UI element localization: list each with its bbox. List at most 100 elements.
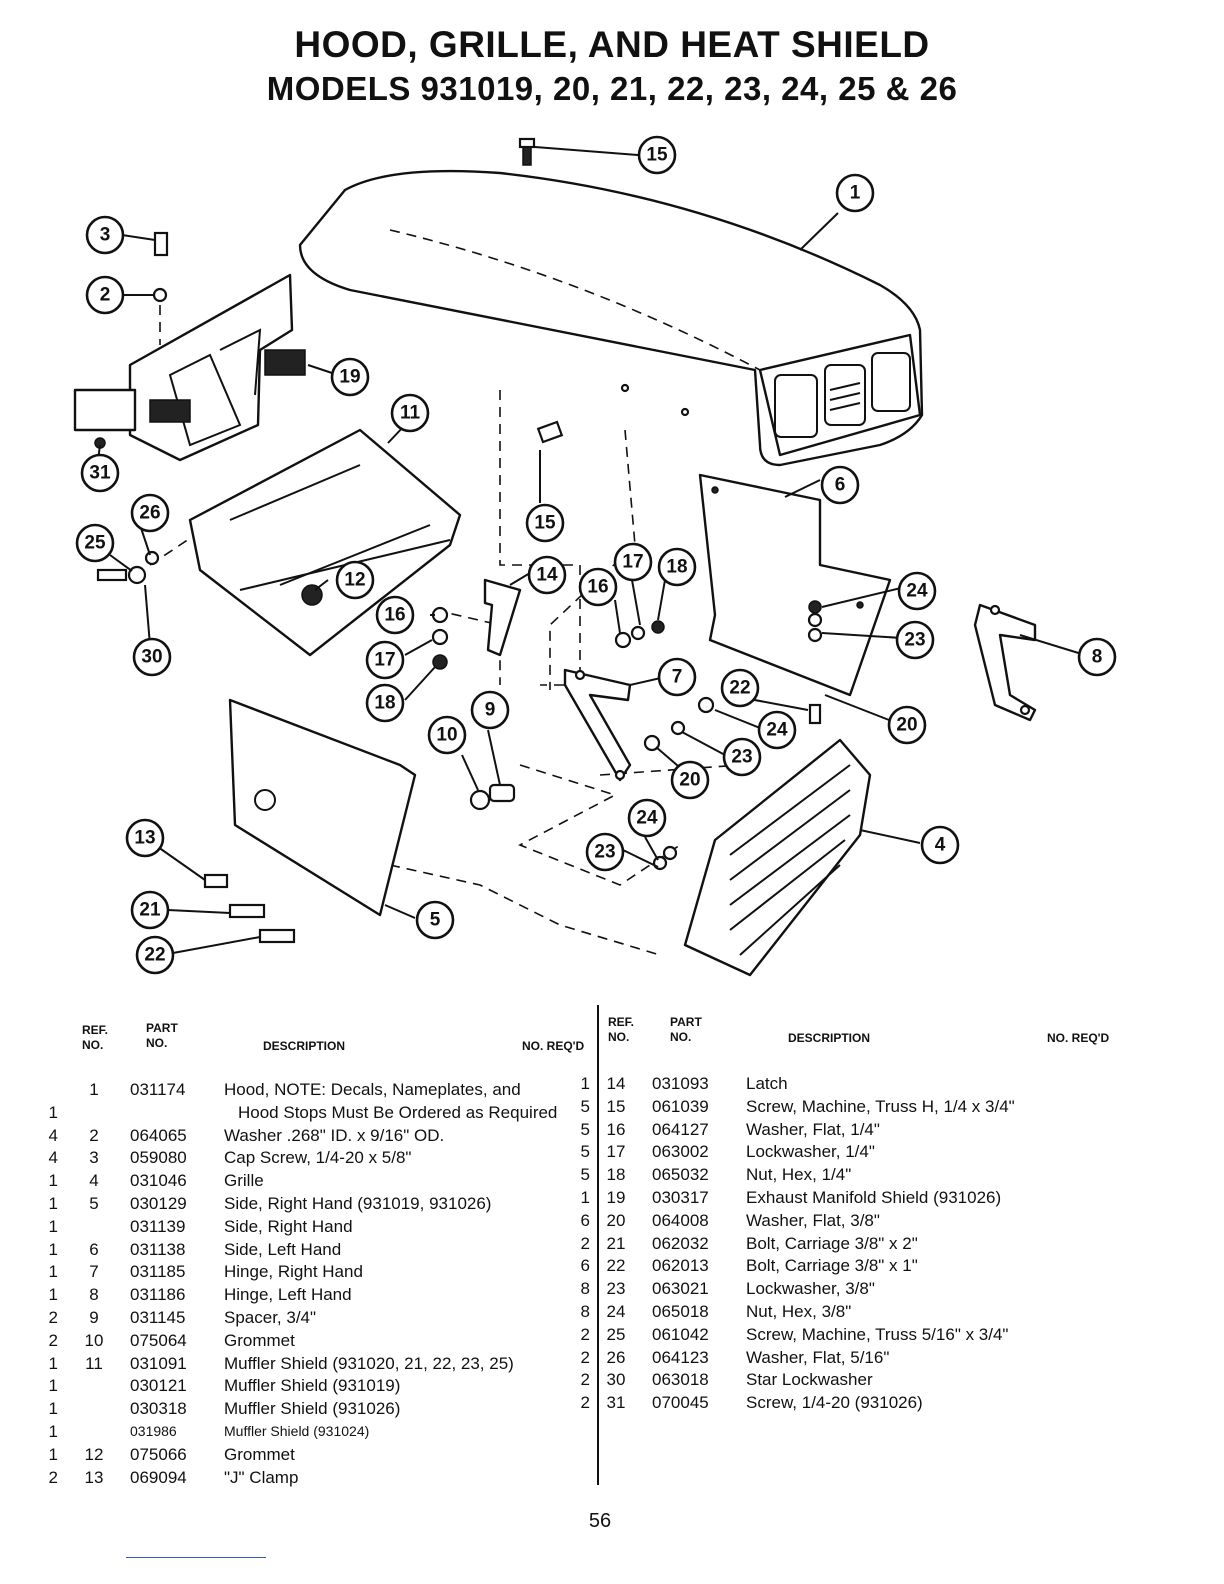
description-cell: Screw, 1/4-20 (931026) bbox=[746, 1393, 923, 1413]
callout-11: 11 bbox=[390, 393, 430, 433]
svg-text:24: 24 bbox=[636, 808, 658, 829]
part-number-cell: 030121 bbox=[130, 1376, 187, 1396]
ref-cell: 13 bbox=[84, 1467, 104, 1487]
quantity-cell: 1 bbox=[48, 1444, 58, 1464]
description-cell: Bolt, Carriage 3/8" x 2" bbox=[746, 1233, 918, 1253]
quantity-cell: 6 bbox=[580, 1256, 590, 1276]
description-cell: Hood, NOTE: Decals, Nameplates, and bbox=[224, 1080, 521, 1099]
hinge-right-hand-part bbox=[563, 668, 632, 782]
ref-cell: 23 bbox=[606, 1279, 626, 1299]
page-title: HOOD, GRILLE, AND HEAT SHIELD bbox=[294, 24, 930, 65]
description-cell: Spacer, 3/4" bbox=[224, 1308, 317, 1327]
svg-text:2: 2 bbox=[100, 285, 111, 306]
callout-10: 10 bbox=[427, 715, 467, 755]
ref-cell: 16 bbox=[606, 1119, 626, 1139]
quantity-cell: 1 bbox=[48, 1262, 58, 1282]
callout-18-right: 18 bbox=[657, 547, 697, 587]
description-cell: Lockwasher, 1/4" bbox=[746, 1142, 875, 1162]
part-number-cell: 030318 bbox=[130, 1399, 187, 1419]
ref-cell: 24 bbox=[606, 1302, 626, 1321]
ref-cell: 19 bbox=[606, 1188, 626, 1207]
description-cell: Grommet bbox=[224, 1330, 295, 1350]
callout-26: 26 bbox=[130, 493, 170, 533]
quantity-cell: 1 bbox=[48, 1194, 58, 1213]
svg-text:24: 24 bbox=[766, 720, 788, 741]
svg-text:15: 15 bbox=[534, 513, 556, 534]
svg-text:22: 22 bbox=[144, 945, 165, 966]
callout-25: 25 bbox=[75, 523, 115, 563]
callout-23-mid: 23 bbox=[722, 737, 762, 777]
svg-text:13: 13 bbox=[134, 828, 155, 849]
quantity-cell: 5 bbox=[580, 1142, 590, 1162]
description-cell: Muffler Shield (931024) bbox=[224, 1423, 370, 1439]
ref-cell: 22 bbox=[606, 1256, 626, 1276]
quantity-cell: 1 bbox=[48, 1216, 58, 1236]
part-number-cell: 064008 bbox=[652, 1210, 709, 1230]
svg-text:11: 11 bbox=[400, 403, 421, 424]
grille-part bbox=[683, 738, 872, 977]
part-number-cell: 064123 bbox=[652, 1347, 709, 1367]
svg-text:10: 10 bbox=[436, 725, 457, 746]
part-number-cell: 030317 bbox=[652, 1188, 709, 1207]
ref-cell: 20 bbox=[606, 1210, 626, 1230]
svg-text:17: 17 bbox=[622, 552, 643, 573]
ref-cell: 11 bbox=[85, 1353, 103, 1373]
ref-cell: 8 bbox=[89, 1285, 99, 1305]
callout-22-left: 22 bbox=[135, 935, 175, 975]
quantity-cell: 5 bbox=[580, 1165, 590, 1185]
quantity-cell: 5 bbox=[580, 1119, 590, 1139]
description-cell: Bolt, Carriage 3/8" x 1" bbox=[746, 1256, 918, 1276]
callout-23-lower: 23 bbox=[585, 832, 625, 872]
ref-cell: 7 bbox=[89, 1262, 99, 1282]
muffler-shield-part bbox=[188, 428, 462, 657]
exploded-parts-diagram: 15 1 3 2 19 11 31 26 25 12 30 15 14 17 1… bbox=[73, 135, 1117, 977]
svg-text:12: 12 bbox=[344, 570, 365, 591]
svg-text:16: 16 bbox=[587, 577, 608, 598]
callout-22-right: 22 bbox=[720, 668, 760, 708]
ref-cell: 1 bbox=[89, 1080, 99, 1099]
part-number-cell: 061042 bbox=[652, 1324, 709, 1344]
hinge-left-hand-part bbox=[973, 603, 1037, 722]
page-subtitle: MODELS 931019, 20, 21, 22, 23, 24, 25 & … bbox=[266, 70, 958, 107]
ref-cell: 18 bbox=[606, 1165, 626, 1185]
header-ref-right: REF.NO. bbox=[608, 1015, 635, 1044]
ref-cell: 26 bbox=[606, 1347, 626, 1367]
description-cell: Washer, Flat, 5/16" bbox=[746, 1347, 890, 1367]
part-number-cell: 075064 bbox=[130, 1330, 187, 1350]
callout-16-right: 16 bbox=[578, 567, 618, 607]
ref-cell: 30 bbox=[606, 1370, 626, 1390]
part-number-cell: 064127 bbox=[652, 1119, 709, 1139]
quantity-cell: 2 bbox=[48, 1308, 58, 1327]
quantity-cell: 1 bbox=[48, 1353, 58, 1373]
callout-15-top: 15 bbox=[637, 135, 677, 175]
svg-text:23: 23 bbox=[731, 747, 752, 768]
exhaust-manifold-shield-part bbox=[73, 273, 306, 462]
callout-12: 12 bbox=[335, 560, 375, 600]
callout-31: 31 bbox=[80, 453, 120, 493]
description-cell: Washer .268" ID. x 9/16" OD. bbox=[224, 1125, 445, 1145]
part-number-cell: 065032 bbox=[652, 1165, 709, 1185]
ref-cell: 17 bbox=[606, 1142, 626, 1162]
quantity-cell: 2 bbox=[580, 1370, 590, 1390]
part-number-cell: 030129 bbox=[130, 1194, 187, 1213]
description-cell: Muffler Shield (931026) bbox=[224, 1399, 401, 1419]
part-number-cell: 062032 bbox=[652, 1233, 709, 1253]
ref-cell: 4 bbox=[89, 1171, 99, 1191]
ref-cell: 25 bbox=[606, 1324, 626, 1344]
latch-part bbox=[483, 578, 522, 657]
part-number-cell: 069094 bbox=[130, 1467, 187, 1487]
description-cell: Grille bbox=[224, 1171, 264, 1191]
header-qty-right: NO. REQ'D bbox=[1047, 1031, 1110, 1045]
quantity-cell: 2 bbox=[580, 1233, 590, 1253]
side-left-hand-part bbox=[698, 473, 892, 697]
quantity-cell: 2 bbox=[48, 1467, 58, 1487]
description-cell: Screw, Machine, Truss 5/16" x 3/4" bbox=[746, 1324, 1009, 1344]
svg-text:17: 17 bbox=[374, 650, 395, 671]
callout-23-upper: 23 bbox=[895, 620, 935, 660]
description-cell: Muffler Shield (931019) bbox=[224, 1376, 401, 1396]
quantity-cell: 1 bbox=[48, 1171, 58, 1191]
ref-cell: 2 bbox=[89, 1125, 99, 1145]
callout-13: 13 bbox=[125, 818, 165, 858]
page-number: 56 bbox=[588, 1510, 612, 1532]
callout-20-mid: 20 bbox=[670, 760, 710, 800]
